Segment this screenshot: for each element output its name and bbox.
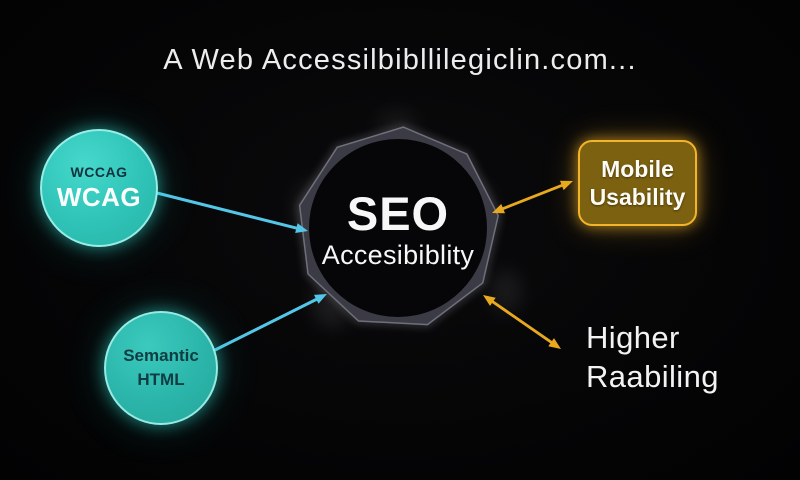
semantic-label-line2: HTML	[137, 370, 185, 389]
center-heading: SEO	[346, 187, 450, 240]
node-mobile-usability: Mobile Usability	[578, 140, 697, 226]
node-wcag: WCCAG WCAG	[40, 129, 158, 247]
arrow-semantic-to-center	[208, 294, 327, 355]
semantic-label-line1: Semantic	[123, 346, 199, 365]
wcag-small-label: WCCAG	[70, 163, 128, 180]
node-semantic-html: Semantic HTML	[104, 311, 218, 425]
node-higher-ranking: Higher Raabiling	[586, 318, 719, 396]
arrow-center-higher	[483, 295, 561, 349]
center-subheading: Accesibiblity	[321, 240, 475, 270]
arrow-wcag-to-center	[152, 190, 308, 233]
center-badge-shape	[297, 124, 501, 327]
center-node-text: SEO Accesibiblity	[278, 190, 518, 271]
wcag-label: WCAG	[56, 181, 142, 212]
higher-label-line1: Higher	[586, 320, 680, 355]
center-circle	[309, 139, 487, 317]
arrow-center-mobile	[492, 180, 573, 214]
mobile-label-line1: Mobile	[601, 156, 674, 182]
page-title: A Web Accessilbibllilegiclin.com...	[163, 44, 637, 76]
mobile-label-line2: Usability	[589, 184, 686, 210]
higher-label-line2: Raabiling	[586, 359, 719, 394]
